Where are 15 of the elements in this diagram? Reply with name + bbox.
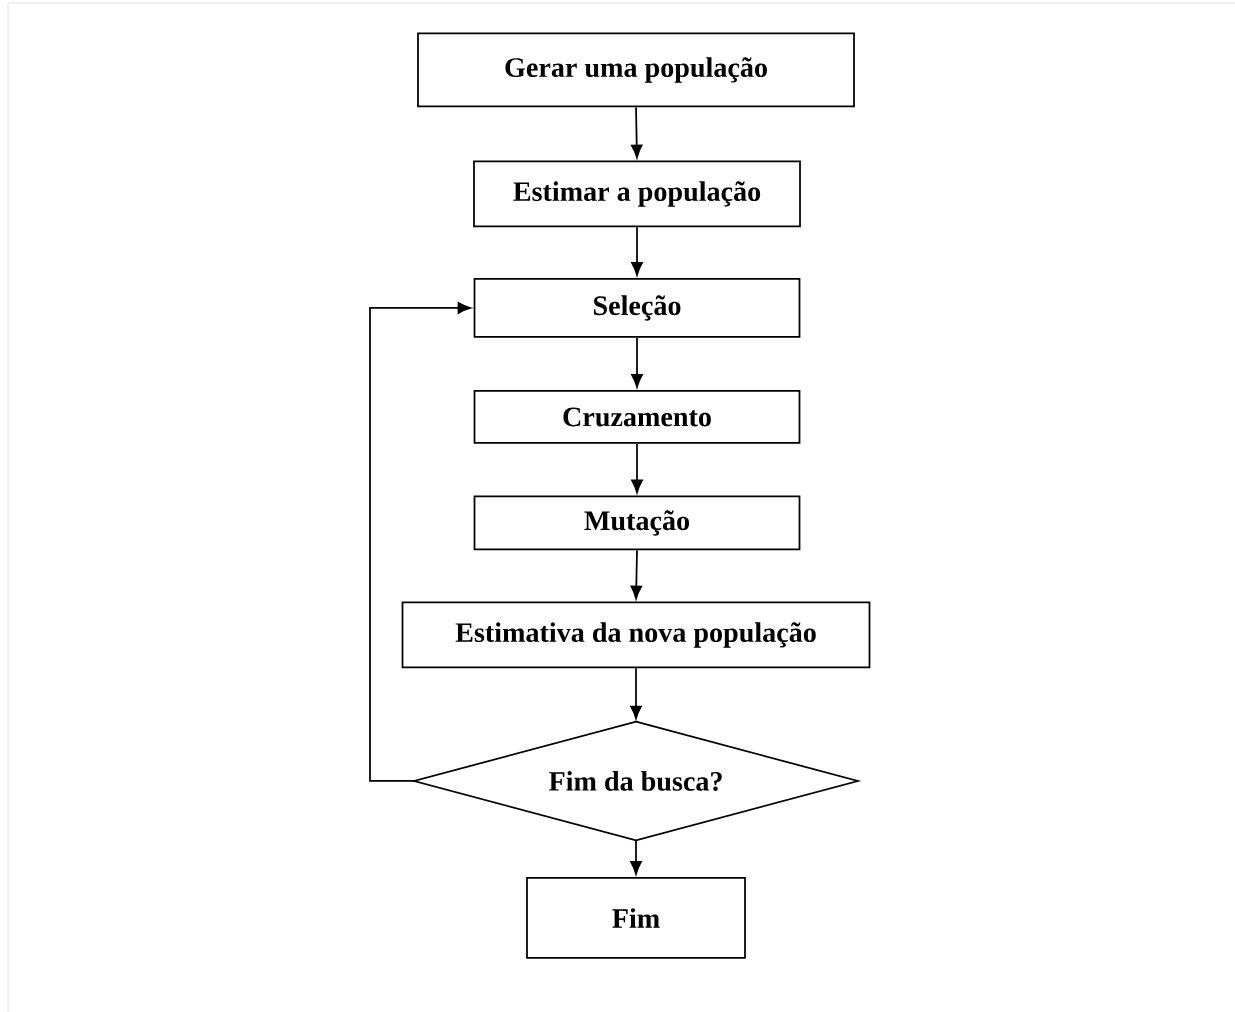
process-box: Estimar a população xyxy=(473,160,801,228)
arrow xyxy=(630,667,642,720)
arrow xyxy=(631,443,643,494)
process-box: Fim xyxy=(526,877,746,959)
arrow xyxy=(630,839,642,875)
arrow xyxy=(630,549,643,600)
process-box: Seleção xyxy=(473,278,801,338)
arrow xyxy=(631,337,643,388)
process-box: Gerar uma população xyxy=(417,32,855,108)
process-box: Estimativa da nova população xyxy=(401,601,871,669)
arrow xyxy=(369,302,472,782)
process-box: Mutação xyxy=(473,495,801,551)
arrow xyxy=(630,106,643,159)
arrow xyxy=(631,226,643,276)
process-box: Cruzamento xyxy=(473,390,801,444)
